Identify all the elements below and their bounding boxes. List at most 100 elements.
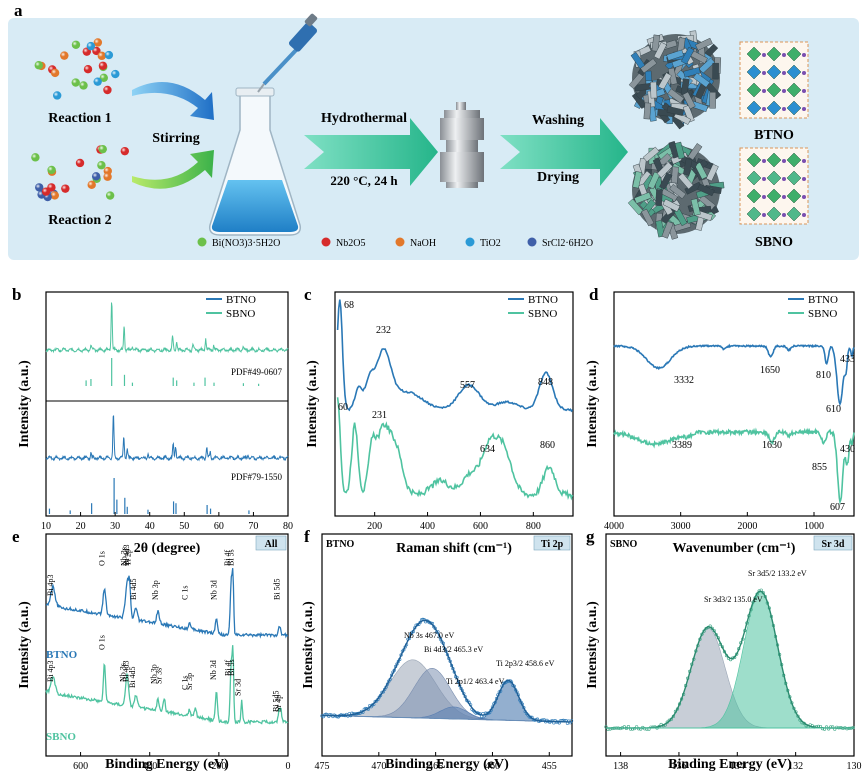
panel-a: a Reaction 1 Reaction 2 Stirring Hydroth… (8, 1, 859, 260)
ftir-peak-1650: 1650 (760, 365, 780, 376)
octahedron (746, 170, 762, 186)
legend-label-nb2o5: Nb2O5 (336, 238, 365, 249)
tick-label: 200 (211, 761, 226, 772)
raman-peak-68: 68 (344, 300, 354, 311)
tick-label: 80 (283, 521, 293, 532)
raw-data-point (569, 719, 574, 723)
octahedron (766, 188, 782, 204)
fit-component (606, 591, 854, 729)
raman-peak-60: 60 (338, 402, 348, 413)
tick-label: 400 (420, 521, 435, 532)
tick-label: 200 (367, 521, 382, 532)
atom (782, 213, 786, 217)
atom (762, 195, 766, 199)
xps-peak-label: C 1s (181, 676, 190, 690)
reagent-ball-shine (97, 161, 106, 170)
tick-label: 60 (214, 521, 224, 532)
plot-frame-c (334, 291, 574, 517)
nanosheet (651, 34, 661, 52)
flask-icon (208, 87, 302, 236)
raman-peak-860: 860 (540, 440, 555, 451)
peak-label-sr3d52: Sr 3d5/2 133.2 eV (748, 569, 807, 578)
nanosheet (705, 163, 719, 182)
tick-label: 3000 (671, 521, 691, 532)
tick-label: 465 (428, 761, 443, 772)
xrd-plot-area (45, 302, 289, 514)
octahedron (786, 100, 802, 116)
reagent-ball-shine (60, 51, 69, 60)
tag-all: All (265, 539, 278, 550)
tick-label: 30 (110, 521, 120, 532)
raman-peak-634: 634 (480, 444, 495, 455)
nanosheet (627, 198, 644, 216)
tag-box-g (813, 535, 853, 551)
sbno-crystal-structure (739, 147, 809, 225)
hydrothermal-label: Hydrothermal (321, 111, 407, 126)
nanosheet (693, 72, 710, 88)
atom (802, 53, 806, 57)
plot-frame-g (605, 533, 855, 757)
plot-frame-e (45, 533, 289, 757)
reagent-ball-shine (87, 180, 96, 190)
x-axis-label-e: Binding Energy (eV) (105, 757, 229, 772)
ftir-peak-810: 810 (816, 370, 831, 381)
legend-btno-c: BTNO (528, 294, 558, 306)
nanosheet (697, 183, 715, 197)
xps-peak-label: Nb 3d (209, 580, 218, 600)
reagent-ball-shine (97, 51, 107, 61)
nanosheet (656, 161, 673, 178)
xps-peak-label: Bi 4d5 (129, 578, 138, 600)
atom (762, 177, 766, 181)
nanosheet (640, 58, 658, 74)
atom (762, 53, 766, 57)
reagent-ball-shine (52, 91, 62, 100)
octahedron (766, 170, 782, 186)
series-line (613, 343, 855, 407)
nanosheet (690, 198, 701, 216)
xps-peak-label: Bi 4d3 (122, 544, 131, 566)
atom (762, 71, 766, 75)
xps-peak-label: Bi 5d5 (271, 690, 280, 712)
octahedron (786, 206, 802, 222)
y-axis-label-d: Intensity (a.u.) (585, 360, 600, 448)
blue-curved-arrow (132, 82, 214, 120)
atom (762, 107, 766, 111)
series-line (336, 397, 574, 501)
atom (802, 177, 806, 181)
legend-sbno-c: SBNO (528, 308, 557, 320)
nanosheet (632, 171, 643, 189)
panel-letter-f: f (304, 527, 310, 546)
raman-peak-232: 232 (376, 325, 391, 336)
pdf-ref-btno: PDF#79-1550 (231, 472, 283, 482)
xps-peak-label: Bi 5s (227, 659, 236, 676)
legend-btno-d: BTNO (808, 294, 838, 306)
baseline (321, 714, 573, 723)
tick-label: 600 (473, 521, 488, 532)
atom (802, 71, 806, 75)
xps-peak-label: Nb 3d (209, 660, 218, 680)
nanosheet (680, 46, 695, 65)
ftir-peak-610: 610 (826, 404, 841, 415)
nanosheet (677, 172, 694, 190)
atom (762, 159, 766, 163)
atom (802, 89, 806, 93)
btno-label: BTNO (754, 128, 794, 143)
xps-peak-label: O 1s (97, 635, 106, 650)
nanosheet (712, 62, 719, 80)
reagent-ball-shine (31, 153, 40, 162)
reagent-balls-2 (31, 144, 130, 202)
atom (802, 107, 806, 111)
legend-label-naoh: NaOH (410, 238, 436, 249)
atom (782, 71, 786, 75)
atom (802, 159, 806, 163)
series-line (45, 645, 289, 726)
atom (782, 159, 786, 163)
octahedron (746, 206, 762, 222)
atom (782, 107, 786, 111)
atom (782, 195, 786, 199)
plot-frame-d (613, 291, 855, 517)
nanosheet (666, 106, 685, 116)
